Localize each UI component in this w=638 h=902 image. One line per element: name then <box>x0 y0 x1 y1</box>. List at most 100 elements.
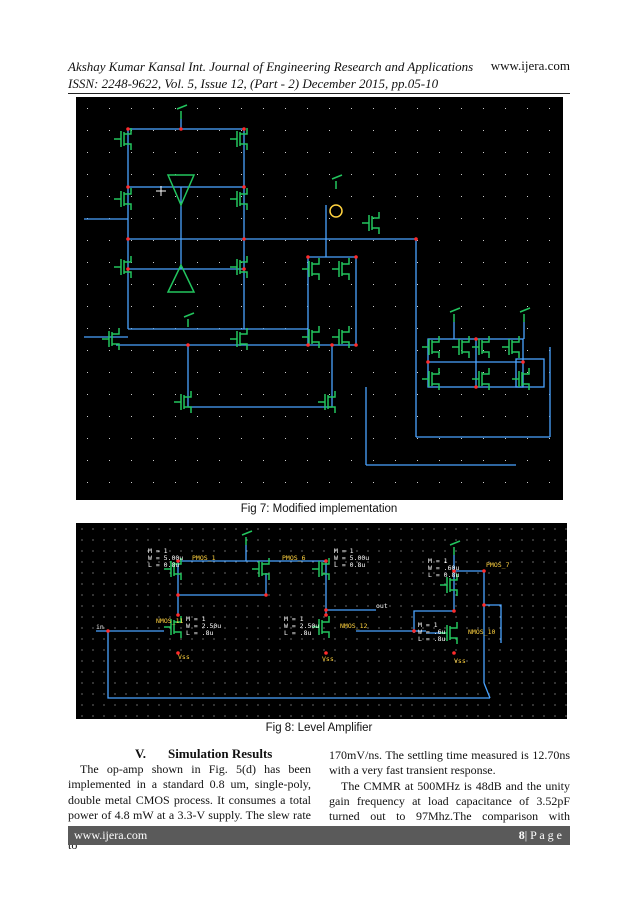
grid-dot <box>224 627 226 629</box>
grid-dot <box>417 130 418 131</box>
grid-dot <box>246 605 248 607</box>
grid-dot <box>169 594 171 596</box>
grid-dot <box>197 482 198 483</box>
grid-dot <box>257 539 259 541</box>
grid-dot <box>466 583 468 585</box>
grid-dot <box>92 594 94 596</box>
grid-dot <box>92 616 94 618</box>
grid-dot <box>521 682 523 684</box>
grid-dot <box>191 572 193 574</box>
grid-dot <box>532 561 534 563</box>
grid-dot <box>114 561 116 563</box>
grid-dot <box>373 372 374 373</box>
grid-dot <box>499 671 501 673</box>
grid-dot <box>87 372 88 373</box>
grid-dot <box>400 528 402 530</box>
nmos11-l: L = .8u <box>186 629 213 637</box>
grid-dot <box>549 438 550 439</box>
grid-dot <box>81 671 83 673</box>
grid-dot <box>87 284 88 285</box>
grid-dot <box>488 671 490 673</box>
grid-dot <box>532 627 534 629</box>
grid-dot <box>554 605 556 607</box>
grid-dot <box>202 704 204 706</box>
grid-dot <box>213 550 215 552</box>
nmos10-name: NMOS_10 <box>468 628 495 636</box>
grid-dot <box>323 539 325 541</box>
grid-dot <box>461 438 462 439</box>
grid-dot <box>312 561 314 563</box>
grid-dot <box>565 649 567 651</box>
grid-dot <box>367 605 369 607</box>
grid-dot <box>532 539 534 541</box>
grid-dot <box>461 218 462 219</box>
grid-dot <box>290 550 292 552</box>
transistor-symbol <box>318 391 336 413</box>
grid-dot <box>532 715 534 717</box>
grid-dot <box>307 152 308 153</box>
grid-dot <box>521 616 523 618</box>
grid-dot <box>565 561 567 563</box>
grid-dot <box>466 660 468 662</box>
grid-dot <box>257 583 259 585</box>
grid-dot <box>554 682 556 684</box>
grid-dot <box>510 583 512 585</box>
grid-dot <box>219 438 220 439</box>
grid-dot <box>395 108 396 109</box>
grid-dot <box>477 649 479 651</box>
grid-dot <box>241 394 242 395</box>
grid-dot <box>510 627 512 629</box>
grid-dot <box>422 704 424 706</box>
grid-dot <box>81 715 83 717</box>
grid-dot <box>477 539 479 541</box>
grid-dot <box>395 174 396 175</box>
junction-node <box>126 237 130 241</box>
grid-dot <box>213 583 215 585</box>
grid-dot <box>235 539 237 541</box>
grid-dot <box>488 594 490 596</box>
grid-dot <box>257 627 259 629</box>
junction-node <box>126 127 130 131</box>
grid-dot <box>400 704 402 706</box>
grid-dot <box>373 416 374 417</box>
grid-dot <box>103 594 105 596</box>
grid-dot <box>549 130 550 131</box>
grid-dot <box>543 605 545 607</box>
grid-dot <box>334 539 336 541</box>
grid-dot <box>279 660 281 662</box>
grid-dot <box>285 174 286 175</box>
grid-dot <box>433 583 435 585</box>
grid-dot <box>235 704 237 706</box>
grid-dot <box>521 704 523 706</box>
grid-dot <box>549 240 550 241</box>
grid-dot <box>202 627 204 629</box>
supply-rail <box>519 307 531 322</box>
grid-dot <box>180 627 182 629</box>
supply-rail <box>183 312 195 327</box>
grid-dot <box>334 616 336 618</box>
grid-dot <box>279 704 281 706</box>
grid-dot <box>455 605 457 607</box>
grid-dot <box>345 528 347 530</box>
grid-dot <box>241 460 242 461</box>
grid-dot <box>153 438 154 439</box>
grid-dot <box>125 550 127 552</box>
grid-dot <box>461 416 462 417</box>
grid-dot <box>400 693 402 695</box>
grid-dot <box>483 394 484 395</box>
grid-dot <box>180 693 182 695</box>
grid-dot <box>378 561 380 563</box>
grid-dot <box>417 372 418 373</box>
grid-dot <box>87 460 88 461</box>
grid-dot <box>483 460 484 461</box>
grid-dot <box>510 638 512 640</box>
grid-dot <box>87 328 88 329</box>
grid-dot <box>400 605 402 607</box>
grid-dot <box>433 671 435 673</box>
grid-dot <box>114 550 116 552</box>
grid-dot <box>351 152 352 153</box>
grid-dot <box>131 482 132 483</box>
grid-dot <box>109 152 110 153</box>
grid-dot <box>543 539 545 541</box>
grid-dot <box>417 460 418 461</box>
